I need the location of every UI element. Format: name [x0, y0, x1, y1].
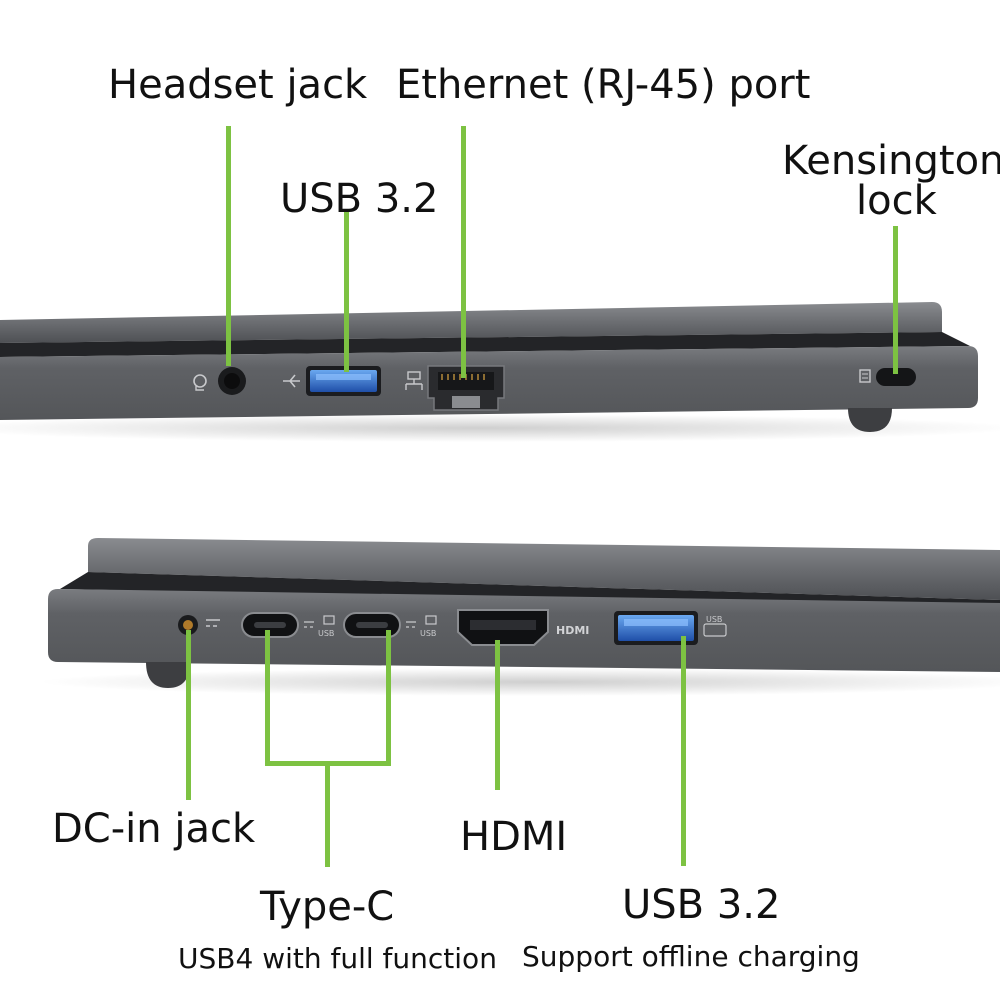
- lock-icon: [859, 369, 871, 383]
- top-shadow: [0, 414, 1000, 442]
- usb-charging-icon: USB: [703, 615, 727, 637]
- usb-bottom-leader: [681, 636, 686, 866]
- usb-top-label: USB 3.2: [280, 176, 439, 222]
- headset-icon: [193, 374, 207, 391]
- usb-logo-1: USB: [318, 629, 334, 638]
- hdmi-label: HDMI: [460, 814, 568, 860]
- headset-jack-leader: [226, 126, 231, 366]
- network-icon: [405, 371, 423, 390]
- usb-logo-2: USB: [420, 629, 436, 638]
- type-c-leader-right: [386, 630, 391, 766]
- kensington-leader: [893, 226, 898, 374]
- dc-in-leader: [186, 630, 191, 800]
- bottom-shadow: [40, 668, 1000, 696]
- dc-in-jack-label: DC-in jack: [52, 806, 256, 852]
- type-c-label: Type-C: [260, 884, 395, 930]
- usb-icon: [283, 374, 300, 388]
- usb-logo-3: USB: [706, 615, 722, 624]
- bottom-laptop-view: USB USB HDMI USB: [40, 538, 1000, 696]
- usb-bottom-sub-label: Support offline charging: [522, 940, 860, 973]
- top-rubber-foot: [848, 408, 892, 432]
- usb-bottom-label: USB 3.2: [622, 882, 781, 928]
- hdmi-leader: [495, 640, 500, 790]
- dc-power-icon: [206, 619, 220, 627]
- ethernet-port: [427, 365, 505, 411]
- usb-c-port-2: [343, 612, 401, 638]
- dc-in-jack-port: [178, 615, 198, 635]
- ethernet-port-label: Ethernet (RJ-45) port: [396, 62, 811, 108]
- ethernet-leader: [461, 126, 466, 378]
- kensington-label-line2: lock: [856, 178, 937, 224]
- usb-a-port-top: [306, 366, 381, 396]
- headset-jack-label: Headset jack: [108, 62, 368, 108]
- type-c-sub-label: USB4 with full function: [178, 942, 497, 975]
- hdmi-port: [457, 609, 549, 646]
- hdmi-logo-icon: HDMI: [556, 624, 589, 637]
- kensington-label-line1: Kensington: [782, 138, 1000, 184]
- usb-c-port-1: [241, 612, 299, 638]
- bottom-lid-gap: [60, 572, 1000, 608]
- bottom-rubber-foot: [146, 662, 190, 688]
- usb4-icon-1: USB: [304, 615, 335, 638]
- type-c-leader-left: [265, 630, 270, 766]
- type-c-leader-stem: [325, 761, 330, 867]
- kensington-lock-slot: [876, 368, 916, 386]
- bottom-lid: [88, 538, 1000, 600]
- headset-jack-port: [218, 367, 246, 395]
- usb-top-leader: [344, 212, 349, 372]
- top-laptop-view: [0, 302, 1000, 442]
- top-lid-gap: [0, 332, 970, 357]
- usb4-icon-2: USB: [406, 615, 437, 638]
- top-lid: [0, 302, 942, 343]
- usb-a-port-bottom: [614, 611, 698, 645]
